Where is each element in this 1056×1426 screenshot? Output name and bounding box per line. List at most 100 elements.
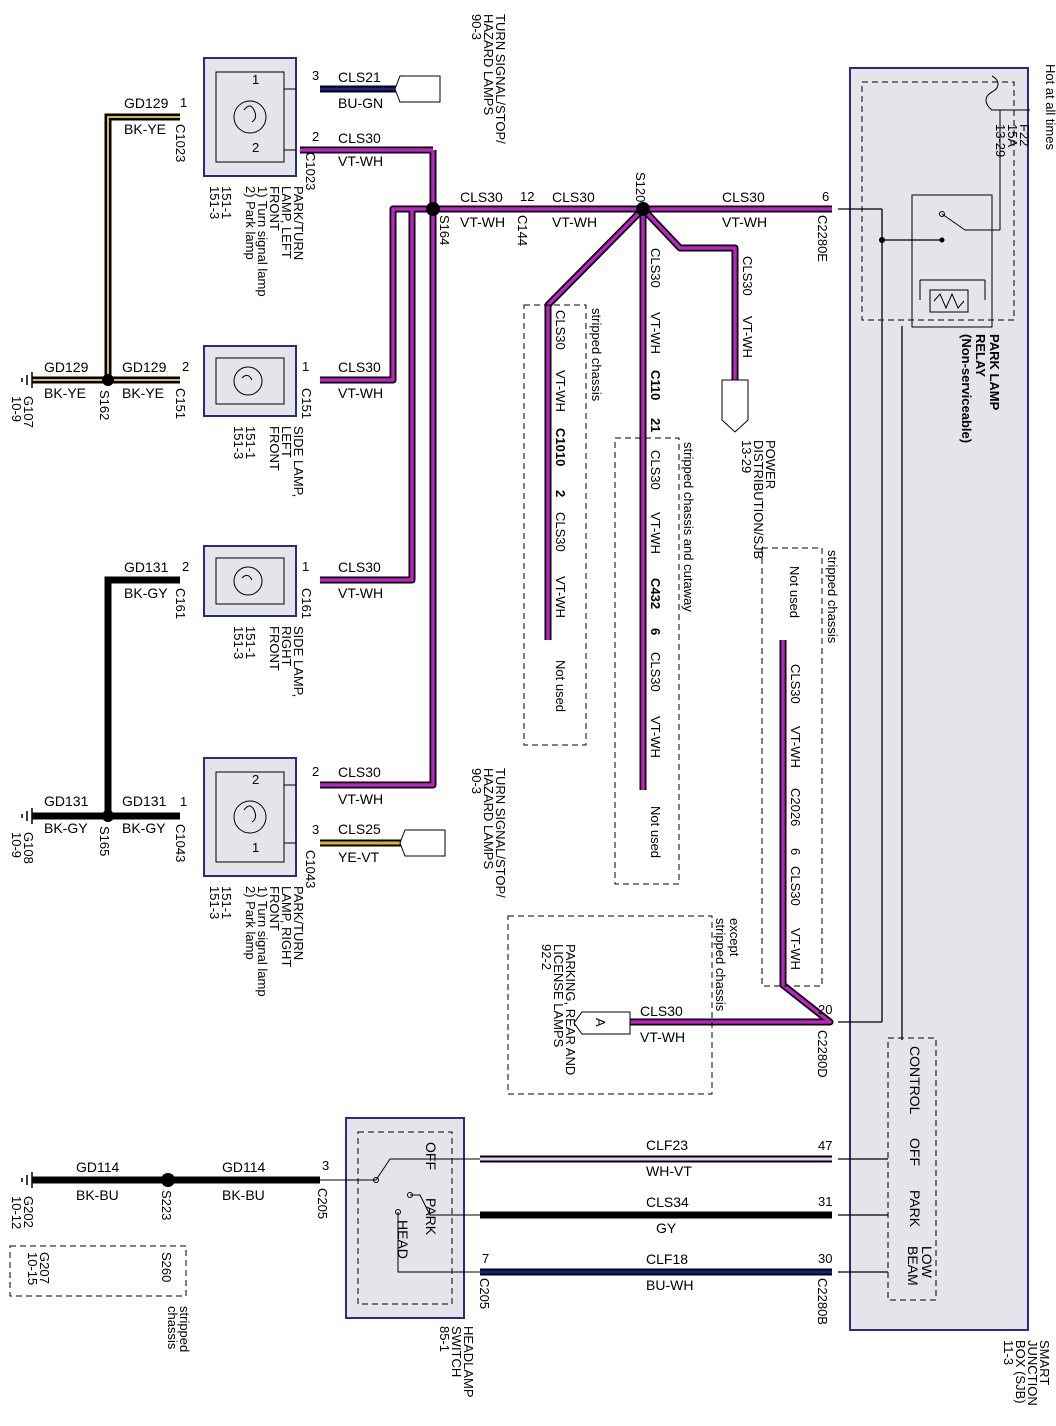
lamp-desc: 1) Turn signal lamp (255, 186, 270, 297)
ref-turn: HAZARD LAMPS (481, 768, 496, 869)
wire-code: CLF18 (646, 1251, 688, 1267)
conn-label: C1023 (173, 124, 188, 162)
control-low-beam: BEAM (905, 1246, 921, 1286)
note-stripped-cutaway: stripped chassis and cutaway (681, 442, 696, 612)
pin-number: 2 (182, 359, 189, 374)
wire-code: GD131 (44, 793, 89, 809)
wire-code: CLS30 (338, 764, 381, 780)
lamp-desc: LAMP, LEFT (279, 186, 294, 259)
splice-label: S162 (97, 390, 112, 420)
sjb-labels: Hot at all times F22 15A 13-29 PARK LAMP… (905, 64, 1056, 1406)
pin-number: 3 (312, 68, 319, 83)
wire-code: CLS30 (640, 1003, 683, 1019)
lamp-desc: 151-3 (231, 626, 246, 659)
ref-parking: PARKING, REAR AND (563, 944, 578, 1075)
ground-label: G202 (21, 1196, 36, 1228)
splice-s162 (102, 374, 114, 386)
ref-power: POWER (763, 440, 778, 489)
ground-symbols (21, 372, 33, 1188)
lamp-desc: 151-1 (219, 886, 234, 919)
ref-headlamp: HEADLAMP (461, 1326, 476, 1398)
ref-headlamp: 85-1 (437, 1326, 452, 1352)
wire-color: VT-WH (553, 370, 568, 412)
pin-number: 1 (180, 794, 187, 809)
conn-label: C1023 (303, 152, 318, 190)
ground-label: G108 (21, 832, 36, 864)
lamp-descriptions: PARK/TURN LAMP, LEFT FRONT 1) Turn signa… (207, 186, 306, 997)
ref-turn: TURN SIGNAL/STOP/ (493, 14, 508, 144)
pin-number: 1 (252, 840, 259, 855)
connector-flags (394, 75, 749, 1035)
conn-pin: 21 (648, 418, 663, 432)
hot-label: Hot at all times (1043, 64, 1056, 150)
wire-code: GD129 (122, 359, 167, 375)
wire-color: VT-WH (553, 576, 568, 618)
conn-label: C1043 (173, 824, 188, 862)
sjb-title: BOX (SJB) (1013, 1340, 1028, 1404)
conn-pin: 6 (648, 628, 663, 635)
wire-color: VT-WH (722, 214, 767, 230)
wire-code: GD129 (44, 359, 89, 375)
lamp-desc: SIDE LAMP, (291, 626, 306, 697)
lamp-desc: FRONT (267, 626, 282, 671)
pin-number: 1 (302, 359, 309, 374)
wire-color: BK-YE (122, 385, 164, 401)
relay-label: (Non-serviceable) (959, 334, 974, 443)
splice-labels: S120 S164 S162 S165 S223 S260 (97, 172, 648, 1282)
pin-number: 20 (818, 1002, 832, 1017)
splice-label: S223 (159, 1190, 174, 1220)
ref-parking: LICENSE LAMPS (551, 944, 566, 1048)
lamp-desc: 1) Turn signal lamp (255, 886, 270, 997)
wire-color: VT-WH (788, 928, 803, 970)
pin-number: 6 (822, 189, 829, 204)
wire-code: GD131 (124, 559, 169, 575)
wire-code: CLS30 (788, 664, 803, 704)
wire-code: GD114 (222, 1159, 266, 1175)
conn-c110: C110 (648, 370, 663, 400)
conn-label: C151 (173, 388, 188, 419)
wire-color: BK-BU (76, 1187, 119, 1203)
conn-label: C161 (173, 588, 188, 619)
reference-labels: TURN SIGNAL/STOP/ HAZARD LAMPS 90-3 TURN… (437, 14, 778, 1398)
pin-number: 2 (252, 140, 259, 155)
wire-code: CLS30 (648, 450, 663, 490)
wire-code: CLS30 (460, 189, 503, 205)
sjb-title: JUNCTION (1025, 1340, 1040, 1406)
not-used: Not used (553, 660, 568, 712)
control-off: OFF (907, 1138, 923, 1166)
splices (102, 202, 650, 1187)
relay-label: PARK LAMP (987, 334, 1002, 411)
pin-number: 1 (252, 72, 259, 87)
lamp-desc: 151-1 (219, 186, 234, 219)
headlamp-switch-box (320, 1117, 480, 1319)
control-park: PARK (907, 1190, 923, 1228)
other-wires (32, 85, 832, 1276)
conn-label: C2280B (815, 1278, 830, 1325)
pin-number: 2 (182, 559, 189, 574)
wire-color: VT-WH (640, 1029, 685, 1045)
pin-number: 2 (312, 129, 319, 144)
pin-number: 12 (520, 189, 534, 204)
wire-color: BU-GN (338, 95, 383, 111)
sjb-title: SMART (1037, 1340, 1052, 1385)
wire-color: BU-WH (646, 1277, 693, 1293)
note-stripped: stripped chassis (589, 308, 604, 402)
ground-labels: G107 10-9 G108 10-9 G202 10-12 G207 10-1… (9, 396, 52, 1285)
switch-labels: OFF PARK HEAD (395, 1142, 439, 1259)
splice-s120 (636, 202, 650, 216)
lamp-desc: PARK/TURN (291, 886, 306, 960)
wire-code: GD114 (76, 1159, 120, 1175)
wire-color: VT-WH (740, 316, 755, 358)
note-stripped: stripped (177, 1306, 192, 1352)
pin-number: 3 (322, 1158, 329, 1173)
splice-s223 (161, 1173, 175, 1187)
conn-c2026: C2026 (788, 788, 803, 826)
lamp-desc: 2) Park lamp (243, 186, 258, 260)
wire-color: VT-WH (338, 585, 383, 601)
pin-number: 30 (818, 1251, 832, 1266)
wire-color: VT-WH (338, 791, 383, 807)
wire-color: YE-VT (338, 849, 380, 865)
ref-parking: 92-2 (539, 944, 554, 970)
lamp-desc: 151-3 (231, 426, 246, 459)
